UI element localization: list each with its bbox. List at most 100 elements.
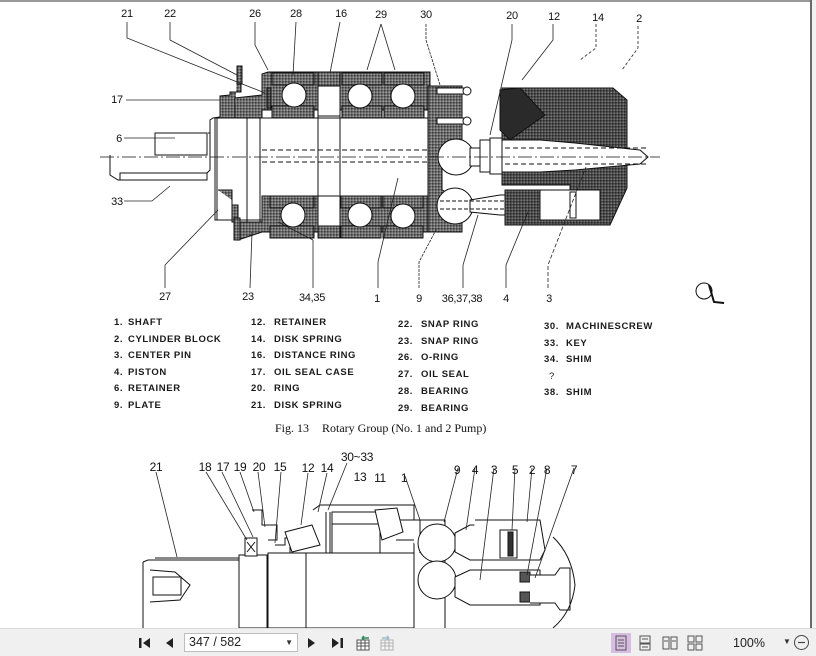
callout-label: 1 bbox=[374, 293, 380, 305]
figure-number: Fig. 13 bbox=[275, 421, 310, 435]
parts-list-item: 17.OIL SEAL CASE bbox=[251, 366, 355, 378]
go-forward-view-button[interactable] bbox=[378, 634, 396, 652]
figure-caption: Fig. 13 Rotary Group (No. 1 and 2 Pump) bbox=[275, 421, 486, 436]
continuous-page-icon bbox=[639, 635, 651, 651]
document-viewport[interactable]: 21 22 26 28 16 29 30 20 12 14 2 17 6 33 … bbox=[0, 0, 816, 628]
first-page-button[interactable] bbox=[136, 634, 154, 652]
parts-list-item: 14.DISK SPRING bbox=[251, 333, 343, 345]
callout-label: 21 bbox=[121, 8, 133, 20]
scrollbar-track[interactable] bbox=[812, 0, 816, 628]
parts-list-item: 33.KEY bbox=[544, 337, 588, 349]
parts-list-item: 22.SNAP RING bbox=[398, 319, 480, 330]
callout-label: 9 bbox=[416, 293, 422, 305]
leader-lines-bottom bbox=[155, 462, 575, 581]
centerline-symbol-icon bbox=[695, 282, 725, 304]
callout-label: 11 bbox=[374, 471, 386, 485]
previous-page-button[interactable] bbox=[160, 634, 178, 652]
last-page-button[interactable] bbox=[328, 634, 346, 652]
next-view-icon bbox=[380, 635, 394, 651]
next-page-icon bbox=[308, 638, 315, 648]
callout-label: 16 bbox=[335, 8, 347, 20]
page-number-value: 347 / 582 bbox=[189, 635, 242, 649]
parts-list-item: 23.SNAP RING bbox=[398, 335, 480, 347]
callout-label: 9 bbox=[453, 463, 461, 477]
callout-label: 4 bbox=[471, 463, 479, 477]
callout-label: 20 bbox=[506, 10, 518, 22]
callout-label: 7 bbox=[570, 463, 578, 477]
zoom-dropdown-arrow-icon[interactable]: ▼ bbox=[783, 637, 791, 646]
callout-label: 14 bbox=[592, 12, 604, 24]
housing-bottom bbox=[218, 189, 431, 241]
parts-list-item: 30.MACHINESCREW bbox=[544, 321, 653, 332]
parts-list-item: 38.SHIM bbox=[544, 387, 593, 398]
previous-page-icon bbox=[166, 638, 173, 648]
callout-label: 8 bbox=[543, 463, 551, 477]
callout-label: 30~33 bbox=[340, 450, 374, 464]
parts-list-item: 21.DISK SPRING bbox=[251, 399, 343, 411]
continuous-facing-view-button[interactable] bbox=[685, 633, 705, 653]
parts-list-item: 27.OIL SEAL bbox=[398, 369, 470, 381]
housing-top bbox=[219, 65, 431, 119]
callout-label: 12 bbox=[548, 11, 560, 23]
last-page-icon bbox=[332, 638, 343, 648]
cover-plate bbox=[427, 85, 472, 233]
continuous-facing-icon bbox=[687, 635, 703, 651]
callout-label: 20 bbox=[252, 460, 266, 474]
callout-label: 2 bbox=[636, 13, 642, 25]
previous-view-icon bbox=[356, 635, 370, 651]
parts-list-item: 26.O-RING bbox=[398, 352, 459, 364]
parts-list-item: 9.PLATE bbox=[114, 399, 162, 411]
page-edge-right bbox=[810, 0, 812, 628]
first-page-icon bbox=[139, 638, 150, 648]
page-dropdown-arrow-icon[interactable]: ▼ bbox=[285, 638, 293, 647]
callout-label: 34,35 bbox=[298, 292, 326, 304]
callout-label: 1 bbox=[400, 471, 408, 485]
callout-label: 28 bbox=[290, 8, 302, 20]
callout-label: 17 bbox=[216, 460, 230, 474]
callout-label: 18 bbox=[198, 460, 212, 474]
next-page-button[interactable] bbox=[303, 634, 321, 652]
callout-label: 26 bbox=[249, 8, 261, 20]
leader-lines-top bbox=[124, 21, 639, 289]
parts-list-item: 28.BEARING bbox=[398, 385, 470, 397]
single-page-icon bbox=[615, 635, 627, 651]
parts-list-item: 2.CYLINDER BLOCK bbox=[114, 333, 222, 345]
rotary-group-drawing-bottom bbox=[142, 504, 576, 628]
callout-label: 36,37,38 bbox=[441, 293, 483, 305]
go-back-view-button[interactable] bbox=[354, 634, 372, 652]
figure-title: Rotary Group (No. 1 and 2 Pump) bbox=[322, 421, 487, 435]
parts-list-item: 6.RETAINER bbox=[114, 383, 181, 394]
zoom-level[interactable]: 100% bbox=[733, 636, 765, 650]
rotary-group-drawing-top bbox=[100, 21, 725, 628]
parts-list-item: 34.SHIM bbox=[544, 354, 593, 365]
callout-label: 5 bbox=[511, 463, 519, 477]
callout-label: 22 bbox=[164, 8, 176, 20]
callout-label: 13 bbox=[353, 470, 367, 484]
callout-label: 27 bbox=[159, 291, 171, 303]
zoom-out-icon[interactable] bbox=[793, 634, 810, 651]
callout-label: 2 bbox=[528, 463, 536, 477]
callout-label: 29 bbox=[375, 9, 387, 21]
callout-label: 33 bbox=[111, 196, 123, 208]
callout-label: 30 bbox=[420, 9, 432, 21]
facing-view-button[interactable] bbox=[660, 633, 680, 653]
parts-list-item: 3.CENTER PIN bbox=[114, 350, 192, 361]
single-page-view-button[interactable] bbox=[611, 633, 631, 653]
callout-label: 6 bbox=[116, 133, 122, 145]
callout-label: 3 bbox=[546, 293, 552, 305]
parts-list-item: 1.SHAFT bbox=[114, 317, 163, 328]
callout-label: 15 bbox=[273, 460, 287, 474]
facing-pages-icon bbox=[662, 636, 678, 650]
parts-list-item: 4.PISTON bbox=[114, 366, 167, 378]
callout-label: 3 bbox=[490, 463, 498, 477]
callout-label: 17 bbox=[111, 94, 123, 106]
continuous-view-button[interactable] bbox=[635, 633, 655, 653]
callout-label: 19 bbox=[233, 460, 247, 474]
callout-label: 14 bbox=[320, 461, 334, 475]
parts-list-item: 12.RETAINER bbox=[251, 317, 327, 328]
callout-label: 4 bbox=[503, 293, 509, 305]
callout-label: 12 bbox=[301, 461, 315, 475]
page-number-field[interactable]: 347 / 582 ▼ bbox=[184, 633, 298, 652]
pdf-toolbar: 347 / 582 ▼ 100% ▼ bbox=[0, 628, 816, 656]
callout-label: 21 bbox=[149, 460, 163, 474]
